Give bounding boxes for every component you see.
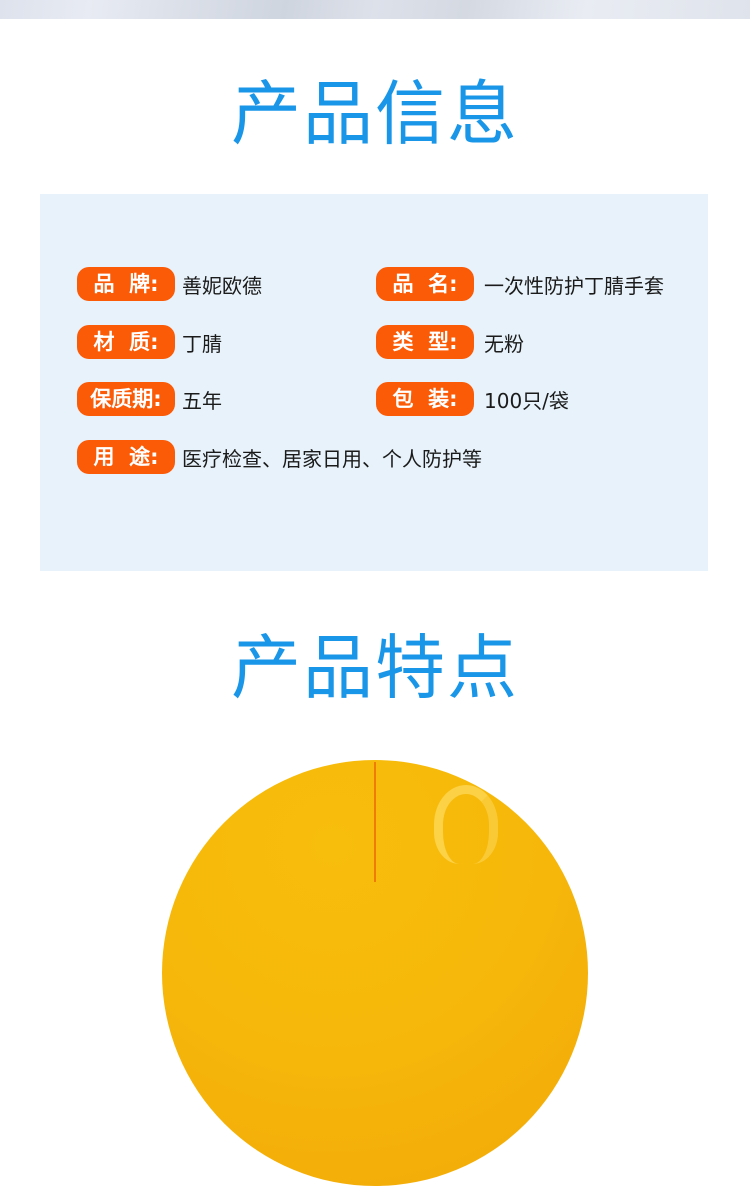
info-value: 一次性防护丁腈手套 [484,273,664,298]
info-row-usage: 用 途: 医疗检查、居家日用、个人防护等 [77,440,482,474]
info-label: 包 装: [376,382,474,416]
divider-line [374,762,376,882]
info-value: 五年 [182,388,222,413]
info-row-material: 材 质: 丁腈 [77,325,222,359]
top-banner-strip [0,0,750,19]
section-title-product-info: 产品信息 [231,73,519,155]
info-value: 丁腈 [182,331,222,356]
info-value: 医疗检查、居家日用、个人防护等 [182,446,482,471]
info-row-type: 类 型: 无粉 [376,325,524,359]
info-label: 类 型: [376,325,474,359]
decorative-swirl-icon [434,785,498,864]
info-row-brand: 品 牌: 善妮欧德 [77,267,262,301]
info-value: 无粉 [484,331,524,356]
info-value: 100只/袋 [484,388,569,413]
info-label: 品 名: [376,267,474,301]
info-value: 善妮欧德 [182,273,262,298]
section-title-product-features: 产品特点 [231,627,519,709]
info-label: 用 途: [77,440,175,474]
info-label: 品 牌: [77,267,175,301]
info-row-product-name: 品 名: 一次性防护丁腈手套 [376,267,664,301]
info-row-shelf-life: 保质期: 五年 [77,382,222,416]
info-label: 材 质: [77,325,175,359]
info-row-packaging: 包 装: 100只/袋 [376,382,569,416]
feature-illustration-circle [162,760,588,1186]
product-info-panel: 品 牌: 善妮欧德 品 名: 一次性防护丁腈手套 材 质: 丁腈 类 型: 无粉… [40,194,708,571]
info-label: 保质期: [77,382,175,416]
